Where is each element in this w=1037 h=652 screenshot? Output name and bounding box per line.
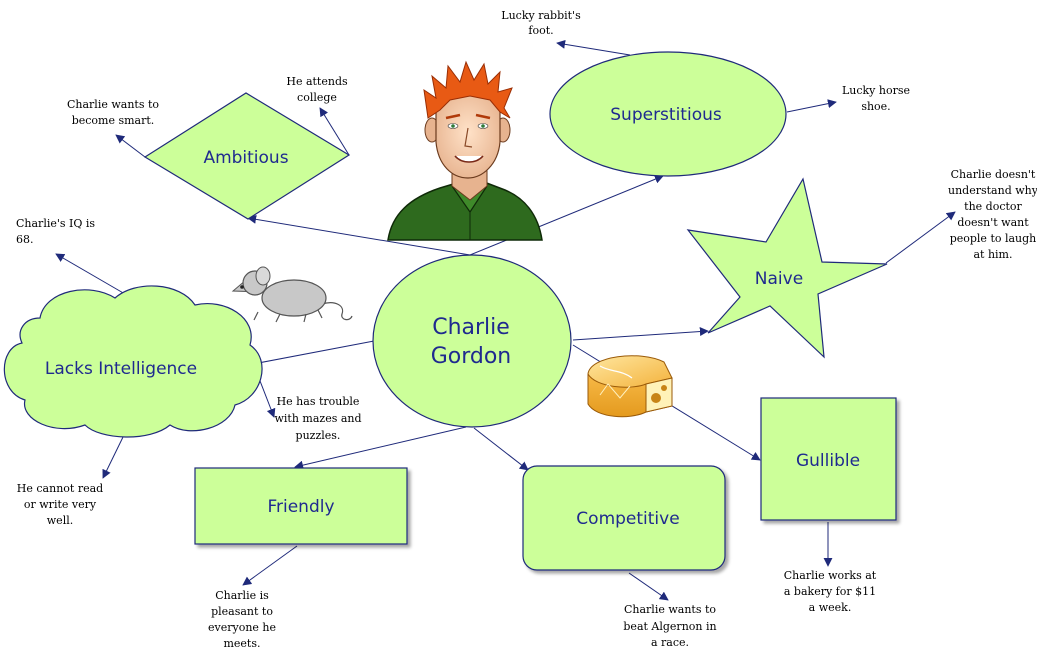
note-doctor-line3: the doctor <box>964 200 1022 213</box>
note-algernon: Charlie wants to beat Algernon in a race… <box>623 603 716 649</box>
edge-superstitious-horseshoe <box>786 99 837 113</box>
note-bakery: Charlie works at a bakery for $11 a week… <box>784 569 877 614</box>
note-horse-shoe: Lucky horse shoe. <box>842 84 910 113</box>
note-horse-shoe-line1: Lucky horse <box>842 84 910 97</box>
note-iq: Charlie's IQ is 68. <box>16 217 95 246</box>
edge-friendly-pleasant <box>242 545 298 586</box>
note-rabbit-foot-line2: foot. <box>528 24 553 37</box>
note-college-line2: college <box>297 91 337 104</box>
note-pleasant-line4: meets. <box>223 637 260 650</box>
node-superstitious[interactable]: Superstitious <box>549 51 787 177</box>
note-iq-line1: Charlie's IQ is <box>16 217 95 230</box>
note-college-line1: He attends <box>286 75 348 88</box>
node-naive[interactable]: Naive <box>686 177 888 359</box>
node-lacks-intelligence-label: Lacks Intelligence <box>45 359 197 379</box>
node-gullible[interactable]: Gullible <box>760 397 897 521</box>
center-title-line1: Charlie <box>432 315 510 340</box>
edge-center-superstitious <box>469 174 664 256</box>
edge-lacks-read <box>102 434 125 479</box>
cheese-icon <box>587 355 673 418</box>
note-algernon-line2: beat Algernon in <box>623 620 716 633</box>
note-doctor-line5: people to laugh <box>950 232 1037 245</box>
edge-naive-doctor <box>885 211 956 264</box>
note-pleasant-line3: everyone he <box>208 621 276 634</box>
note-iq-line2: 68. <box>16 233 34 246</box>
note-pleasant: Charlie is pleasant to everyone he meets… <box>208 589 276 650</box>
note-algernon-line3: a race. <box>651 636 689 649</box>
node-lacks-intelligence[interactable]: Lacks Intelligence <box>3 285 263 438</box>
note-doctor-line2: understand why <box>948 184 1037 197</box>
note-read: He cannot read or write very well. <box>17 482 103 527</box>
note-bakery-line3: a week. <box>809 601 852 614</box>
note-smart-line2: become smart. <box>72 114 155 127</box>
node-ambitious-label: Ambitious <box>203 148 288 168</box>
note-bakery-line2: a bakery for $11 <box>784 585 876 598</box>
note-horse-shoe-line2: shoe. <box>861 100 890 113</box>
edge-superstitious-rabbit <box>556 39 631 56</box>
node-gullible-label: Gullible <box>796 451 860 471</box>
edge-center-ambitious <box>247 214 471 256</box>
node-friendly-label: Friendly <box>267 497 334 517</box>
note-mazes-line1: He has trouble <box>277 395 360 408</box>
note-pleasant-line2: pleasant to <box>211 605 273 618</box>
note-doctor-line6: at him. <box>973 248 1012 261</box>
node-ambitious[interactable]: Ambitious <box>143 92 351 220</box>
note-mazes-line3: puzzles. <box>296 429 341 442</box>
edge-center-naive <box>572 327 709 341</box>
node-superstitious-label: Superstitious <box>610 105 722 125</box>
charlie-portrait-icon <box>387 60 543 241</box>
note-doctor-line4: doesn't want <box>957 216 1029 229</box>
edge-lacks-iq <box>55 253 126 295</box>
center-node[interactable]: Charlie Gordon <box>372 254 572 428</box>
node-friendly[interactable]: Friendly <box>194 467 408 545</box>
edge-ambitious-smart <box>115 134 146 158</box>
note-pleasant-line1: Charlie is <box>215 589 269 602</box>
note-bakery-line1: Charlie works at <box>784 569 877 582</box>
note-smart-line1: Charlie wants to <box>67 98 159 111</box>
note-rabbit-foot: Lucky rabbit's foot. <box>501 9 581 37</box>
node-competitive[interactable]: Competitive <box>522 465 726 571</box>
note-read-line3: well. <box>47 514 73 527</box>
node-competitive-label: Competitive <box>576 509 679 529</box>
edge-center-lacks-intelligence <box>252 340 375 367</box>
note-mazes: He has trouble with mazes and puzzles. <box>274 395 361 442</box>
edges <box>55 39 956 601</box>
node-naive-label: Naive <box>755 269 803 289</box>
note-mazes-line2: with mazes and <box>274 412 361 425</box>
edge-ambitious-college <box>319 107 350 156</box>
note-read-line1: He cannot read <box>17 482 103 495</box>
mouse-icon <box>231 266 353 323</box>
note-rabbit-foot-line1: Lucky rabbit's <box>501 9 581 22</box>
note-doctor-line1: Charlie doesn't <box>951 168 1036 181</box>
center-title-line2: Gordon <box>431 344 512 369</box>
note-read-line2: or write very <box>24 498 97 511</box>
note-algernon-line1: Charlie wants to <box>624 603 716 616</box>
edge-competitive-algernon <box>628 572 669 601</box>
edge-center-friendly <box>294 426 467 470</box>
note-doctor: Charlie doesn't understand why the docto… <box>948 168 1037 261</box>
note-college: He attends college <box>286 75 348 104</box>
note-smart: Charlie wants to become smart. <box>67 98 159 127</box>
edge-center-competitive <box>473 427 529 471</box>
